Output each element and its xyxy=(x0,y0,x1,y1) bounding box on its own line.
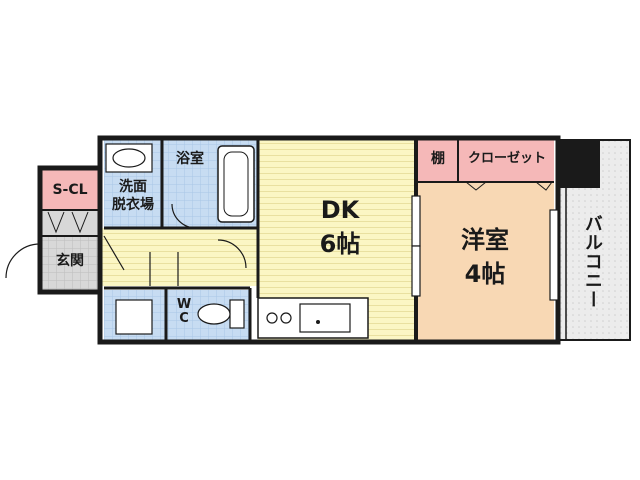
toilet-fixture xyxy=(197,299,245,329)
washroom-label-line2: 脱衣場 xyxy=(112,197,154,213)
western-room-floor xyxy=(418,182,554,340)
doors xyxy=(5,203,247,286)
closet-label: クローゼット xyxy=(467,151,546,166)
shelf-label: 棚 xyxy=(431,151,445,167)
balcony-label: バルコニー xyxy=(581,213,603,309)
washroom-label-line1: 洗面 xyxy=(119,179,147,195)
entrance-floor xyxy=(40,236,100,290)
storage-closet-label: S-CL xyxy=(52,182,88,198)
bathtub xyxy=(217,145,255,223)
storage-closet-doors xyxy=(47,211,89,234)
shelf-floor xyxy=(418,140,458,182)
hallway-floor xyxy=(100,228,258,286)
entrance-label: 玄関 xyxy=(56,253,84,269)
bathroom-label: 浴室 xyxy=(176,151,204,167)
kitchen-counter xyxy=(257,297,369,339)
western-room-name-label: 洋室 xyxy=(461,226,509,254)
washbasin xyxy=(105,143,153,173)
washing-machine-pan xyxy=(115,299,153,335)
western-room-size-label: 4帖 xyxy=(464,260,506,288)
balcony-area xyxy=(557,139,631,341)
closet-floor xyxy=(458,140,554,182)
dk-size-label: 6帖 xyxy=(319,230,361,258)
dk-name-label: DK xyxy=(320,196,360,224)
toilet-label: WC xyxy=(176,297,192,326)
sliding-doors xyxy=(411,195,559,301)
storage-closet-floor xyxy=(40,170,100,210)
storage-closet-door-area xyxy=(40,210,100,236)
closet-doors xyxy=(465,181,553,191)
